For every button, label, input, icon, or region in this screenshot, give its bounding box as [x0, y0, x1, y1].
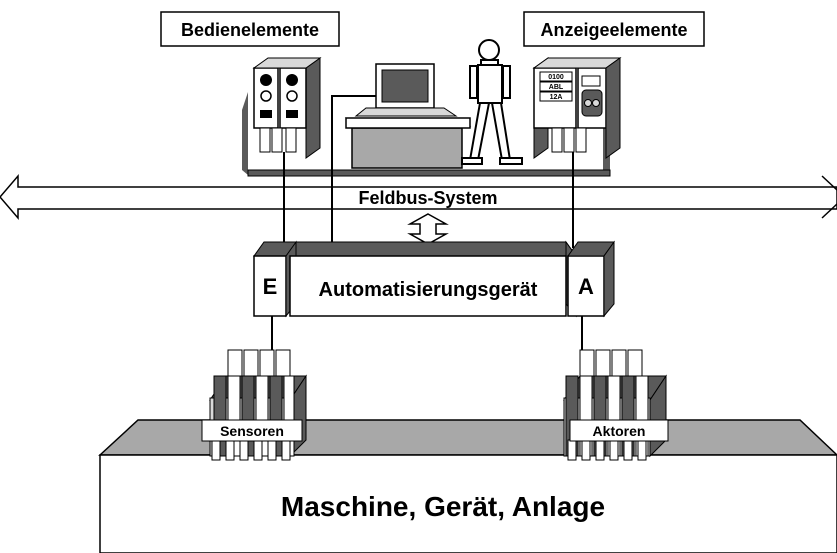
computer-workstation: [344, 63, 472, 169]
sensors-label: Sensoren: [220, 423, 284, 439]
fieldbus-label: Feldbus-System: [358, 188, 497, 208]
connection-lines: [271, 95, 583, 350]
automation-device-label: Automatisierungsgerät: [319, 279, 538, 301]
sensor-block: Sensoren: [201, 349, 307, 461]
operating-elements-label: Bedienelemente: [181, 20, 319, 40]
display-readout-1: 0100: [548, 74, 564, 81]
input-module: [253, 255, 287, 317]
fieldbus-arrow: Feldbus-System: [0, 173, 837, 221]
display-readout-3: 12A: [550, 94, 563, 101]
display-elements-label-box: Anzeigeelemente: [523, 11, 705, 47]
operator-figure: [461, 39, 523, 165]
bus-coupling-arrow: [407, 213, 449, 245]
operating-elements-label-box: Bedienelemente: [160, 11, 340, 47]
machine-label: Maschine, Gerät, Anlage: [281, 491, 605, 522]
display-elements-panel: 0100 ABL 12A: [532, 57, 622, 159]
input-module-label: E: [263, 274, 278, 299]
actuator-block: Aktoren: [563, 349, 669, 461]
indicator-lamp-1: [260, 74, 272, 86]
output-module-label: A: [578, 274, 594, 299]
display-elements-label: Anzeigeelemente: [540, 20, 687, 40]
operating-elements-panel: [252, 57, 322, 159]
output-module: [567, 255, 605, 317]
automation-device: E Automatisierungsgerät A: [253, 240, 615, 318]
indicator-lamp-2: [286, 74, 298, 86]
display-readout-2: ABL: [549, 84, 564, 91]
actuators-label: Aktoren: [593, 423, 646, 439]
